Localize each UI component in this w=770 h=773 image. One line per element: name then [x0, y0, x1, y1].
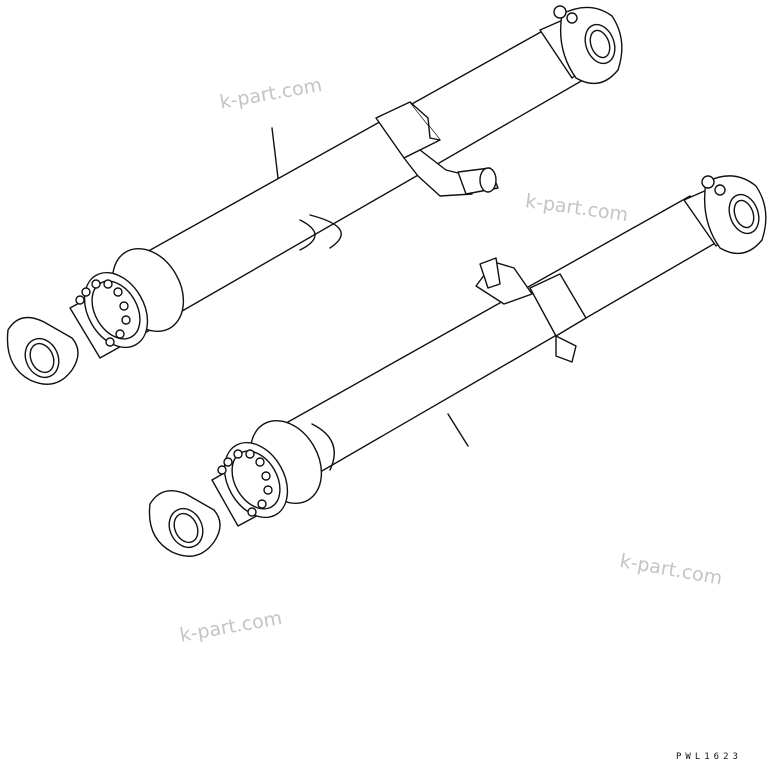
- lower-rod-eye: [148, 490, 221, 557]
- upper-cylinder: [6, 5, 623, 385]
- upper-rod-eye: [6, 316, 79, 385]
- upper-grease-nipple: [553, 5, 578, 24]
- lower-barrel: [255, 195, 725, 487]
- lower-grease-nipple: [701, 175, 726, 196]
- drawing-code: PWL1623: [676, 752, 742, 762]
- lower-leader-line: [447, 413, 469, 447]
- lower-bolt-ring: [217, 449, 273, 517]
- upper-bolt-ring: [75, 279, 131, 347]
- lower-clamp: [529, 273, 587, 337]
- upper-head-eye: [559, 6, 623, 85]
- lower-flange: [223, 441, 289, 519]
- upper-leader-line: [271, 127, 279, 179]
- lower-cylinder: [148, 175, 767, 557]
- upper-flange: [83, 271, 149, 349]
